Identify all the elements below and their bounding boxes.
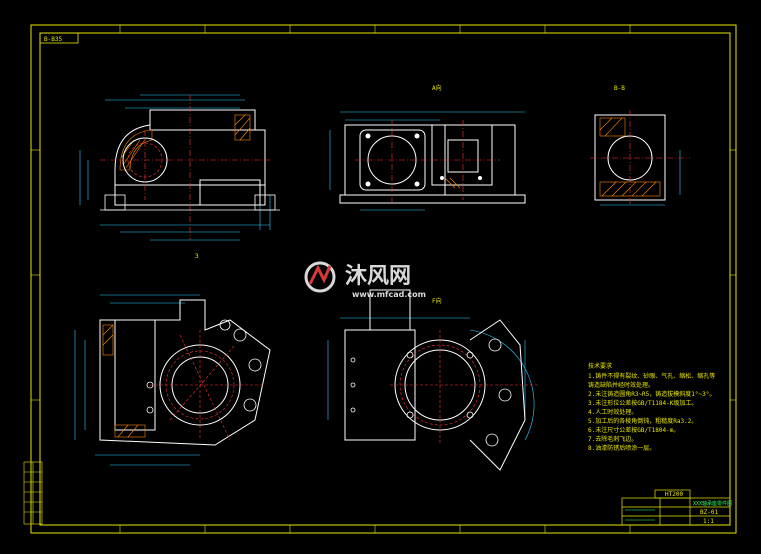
- section-label: B-B: [614, 85, 625, 92]
- note-line: 5.加工后的各棱角倒钝，粗糙度Ra3.2。: [588, 417, 697, 425]
- svg-text:3: 3: [195, 253, 199, 260]
- view-a-label: A向: [432, 84, 442, 92]
- revision-table: [23, 461, 43, 525]
- watermark-brand: 沐风网: [345, 264, 411, 289]
- note-line: 6.未注尺寸公差按GB/T1804-m。: [588, 426, 679, 434]
- title-block: HT200 XXX轴承座零件图 BZ-01 1:1: [621, 489, 732, 526]
- notes-title: 技术要求: [588, 362, 612, 370]
- watermark-url: www.mfcad.com: [352, 290, 426, 299]
- sheet-border: [30, 24, 737, 534]
- section-bb-view: B-B: [590, 85, 690, 206]
- bottom-left-view: [74, 294, 271, 466]
- note-line: 铸造缺陷并经时效处理。: [588, 381, 654, 389]
- view-label-bottom: F向: [432, 297, 442, 305]
- technical-notes: 技术要求 1.铸件不得有裂纹、砂眼、气孔、缩松、缩孔等 铸造缺陷并经时效处理。2…: [588, 362, 715, 452]
- bottom-center-view: F向: [327, 289, 540, 471]
- part-name: XXX轴承座零件图: [693, 500, 732, 507]
- note-line: 3.未注形位公差按GB/T1184-K级加工。: [588, 399, 697, 407]
- note-line: 8.油漆防锈后喷涂一层。: [588, 444, 655, 452]
- note-line: 7.去除毛刺飞边。: [588, 435, 637, 443]
- top-view: A向: [329, 84, 526, 211]
- material-label: HT200: [665, 491, 683, 498]
- front-section-view: 3: [79, 94, 280, 260]
- watermark-logo: 沐风网 www.mfcad.com: [304, 261, 426, 299]
- note-line: 2.未注铸造圆角R3~R5，铸造拔模斜度1°~3°。: [588, 390, 715, 398]
- drawing-code-label: B-B35: [44, 36, 62, 43]
- drawing-code-box: B-B35: [39, 32, 79, 44]
- note-line: 4.人工时效处理。: [588, 408, 637, 416]
- drawing-number: BZ-01: [700, 509, 718, 516]
- scale-mark: 1:1: [703, 518, 714, 525]
- note-line: 1.铸件不得有裂纹、砂眼、气孔、缩松、缩孔等: [588, 372, 715, 380]
